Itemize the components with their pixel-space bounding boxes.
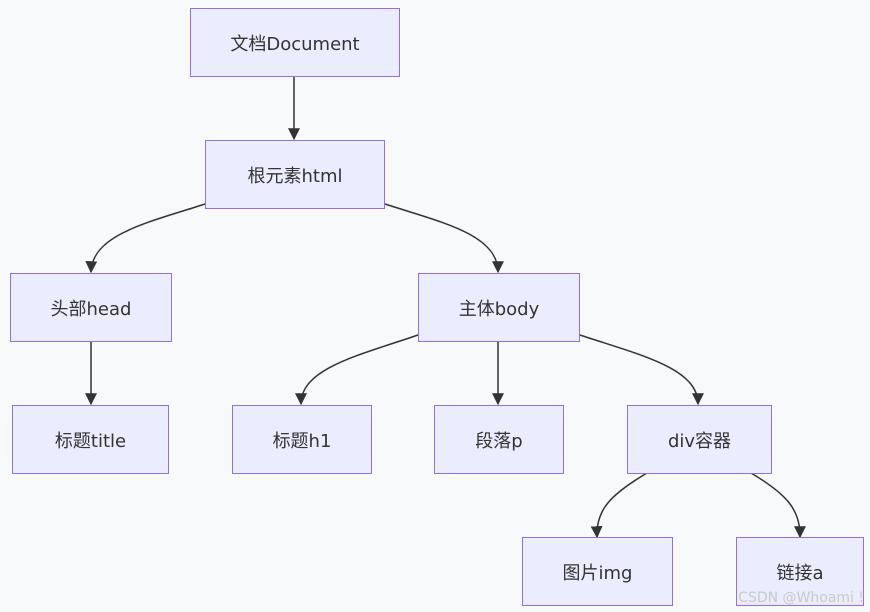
node-html: 根元素html	[205, 140, 385, 209]
node-title: 标题title	[12, 405, 169, 474]
node-document-label: 文档Document	[230, 33, 360, 55]
node-img-label: 图片img	[562, 562, 633, 584]
node-a: 链接a	[736, 537, 864, 606]
node-img: 图片img	[522, 537, 673, 606]
node-document: 文档Document	[190, 8, 400, 77]
watermark: CSDN @Whoami !	[738, 590, 864, 606]
node-body: 主体body	[418, 273, 580, 342]
node-div-label: div容器	[667, 430, 732, 452]
node-title-label: 标题title	[54, 430, 127, 452]
node-div: div容器	[627, 405, 772, 474]
edge-html-body	[384, 203, 504, 274]
node-head: 头部head	[10, 273, 172, 342]
node-h1-label: 标题h1	[272, 430, 332, 452]
node-p-label: 段落p	[475, 430, 523, 452]
node-body-label: 主体body	[458, 298, 540, 320]
node-head-label: 头部head	[50, 298, 132, 320]
edge-body-div	[579, 334, 704, 406]
node-a-label: 链接a	[776, 562, 824, 584]
edge-div-a	[750, 472, 806, 539]
node-p: 段落p	[434, 405, 564, 474]
edge-body-h1	[295, 334, 419, 406]
node-html-label: 根元素html	[247, 165, 343, 187]
edge-html-head	[85, 203, 206, 274]
edge-div-img	[590, 472, 648, 539]
node-h1: 标题h1	[232, 405, 372, 474]
